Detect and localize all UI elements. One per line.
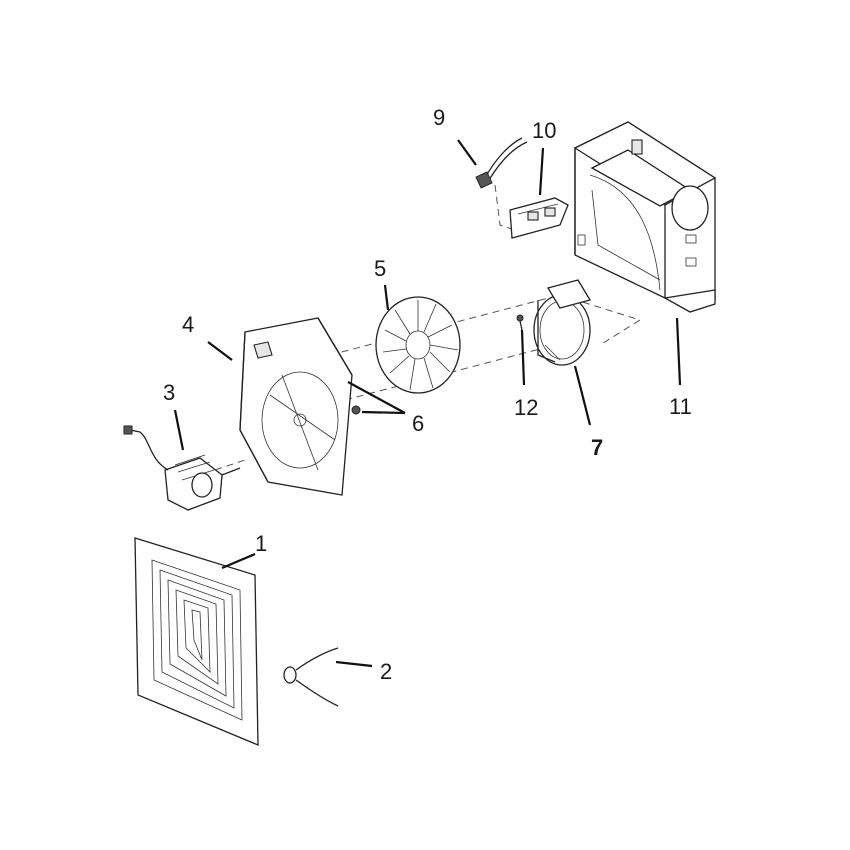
- part-spring-clip: [283, 647, 339, 707]
- part-screw: [516, 314, 524, 331]
- label-part-3: 3: [163, 380, 175, 405]
- part-grille: [134, 537, 259, 746]
- label-part-4: 4: [182, 312, 194, 337]
- label-part-12: 12: [514, 395, 538, 420]
- label-part-10: 10: [532, 118, 556, 143]
- label-part-7: 7: [591, 435, 603, 460]
- label-part-1: 1: [255, 531, 267, 556]
- part-blower-wheel: [375, 296, 461, 394]
- label-part-9: 9: [433, 105, 445, 130]
- label-part-6: 6: [412, 411, 424, 436]
- part-motor: [123, 425, 241, 511]
- part-wire-connector: [475, 137, 528, 189]
- part-labels: 9 10 11 5 4 3 6 7 12 1 2: [163, 105, 692, 684]
- label-part-11: 11: [669, 394, 692, 419]
- part-housing: [573, 121, 717, 313]
- part-bracket: [509, 197, 569, 239]
- label-part-2: 2: [380, 659, 392, 684]
- part-damper: [533, 279, 592, 366]
- label-part-5: 5: [374, 256, 386, 281]
- part-mounting-plate: [239, 317, 353, 496]
- leader-lines: [173, 139, 682, 668]
